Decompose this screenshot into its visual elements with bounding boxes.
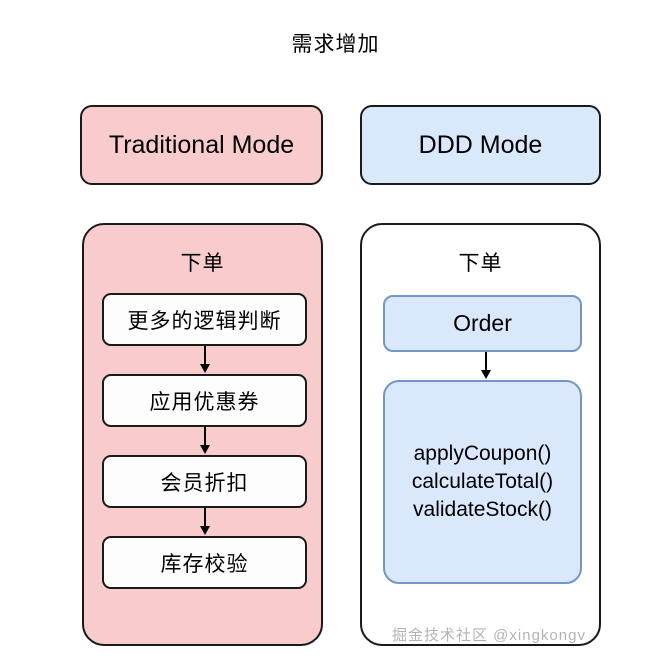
arrow-shaft [203,346,206,366]
step-box: 库存校验 [102,536,307,589]
step-label: 会员折扣 [160,471,249,495]
ddd-container-heading: 下单 [458,252,503,275]
step-label: 应用优惠券 [149,390,260,414]
method-label: validateStock() [413,497,552,521]
method-label: calculateTotal() [411,470,554,494]
arrow-head [199,364,210,373]
mode-header-traditional-label: Traditional Mode [108,130,295,159]
arrow-shaft [484,352,487,372]
traditional-container-heading: 下单 [180,252,225,275]
arrow-head [480,370,491,379]
step-box: 会员折扣 [102,455,307,508]
method-label: applyCoupon() [413,442,552,466]
ddd-block-stack: Order applyCoupon() calculateTotal() val… [383,295,582,584]
mode-header-ddd: DDD Mode [360,105,601,185]
arrow-head [199,526,210,535]
arrow-head [199,445,210,454]
flow-arrow-icon [102,508,307,536]
ddd-mode-container: 下单 Order applyCoupon() calculateTotal() … [360,223,601,646]
traditional-mode-container: 下单 更多的逻辑判断 应用优惠券 会员折扣 [82,223,323,646]
order-methods-box: applyCoupon() calculateTotal() validateS… [383,380,582,584]
step-label: 更多的逻辑判断 [127,309,282,333]
mode-header-ddd-label: DDD Mode [418,130,543,159]
arrow-shaft [203,427,206,447]
flow-arrow-icon [102,346,307,374]
flow-arrow-icon [102,427,307,455]
traditional-step-stack: 更多的逻辑判断 应用优惠券 会员折扣 库存校验 [102,293,307,589]
watermark: 掘金技术社区 @xingkongv [392,627,586,644]
step-box: 应用优惠券 [102,374,307,427]
page-title: 需求增加 [291,33,380,56]
order-entity-label: Order [453,310,512,336]
order-entity-box: Order [383,295,582,352]
mode-header-traditional: Traditional Mode [80,105,323,185]
arrow-shaft [203,508,206,528]
flow-arrow-icon [383,352,588,380]
step-label: 库存校验 [160,552,249,576]
step-box: 更多的逻辑判断 [102,293,307,346]
